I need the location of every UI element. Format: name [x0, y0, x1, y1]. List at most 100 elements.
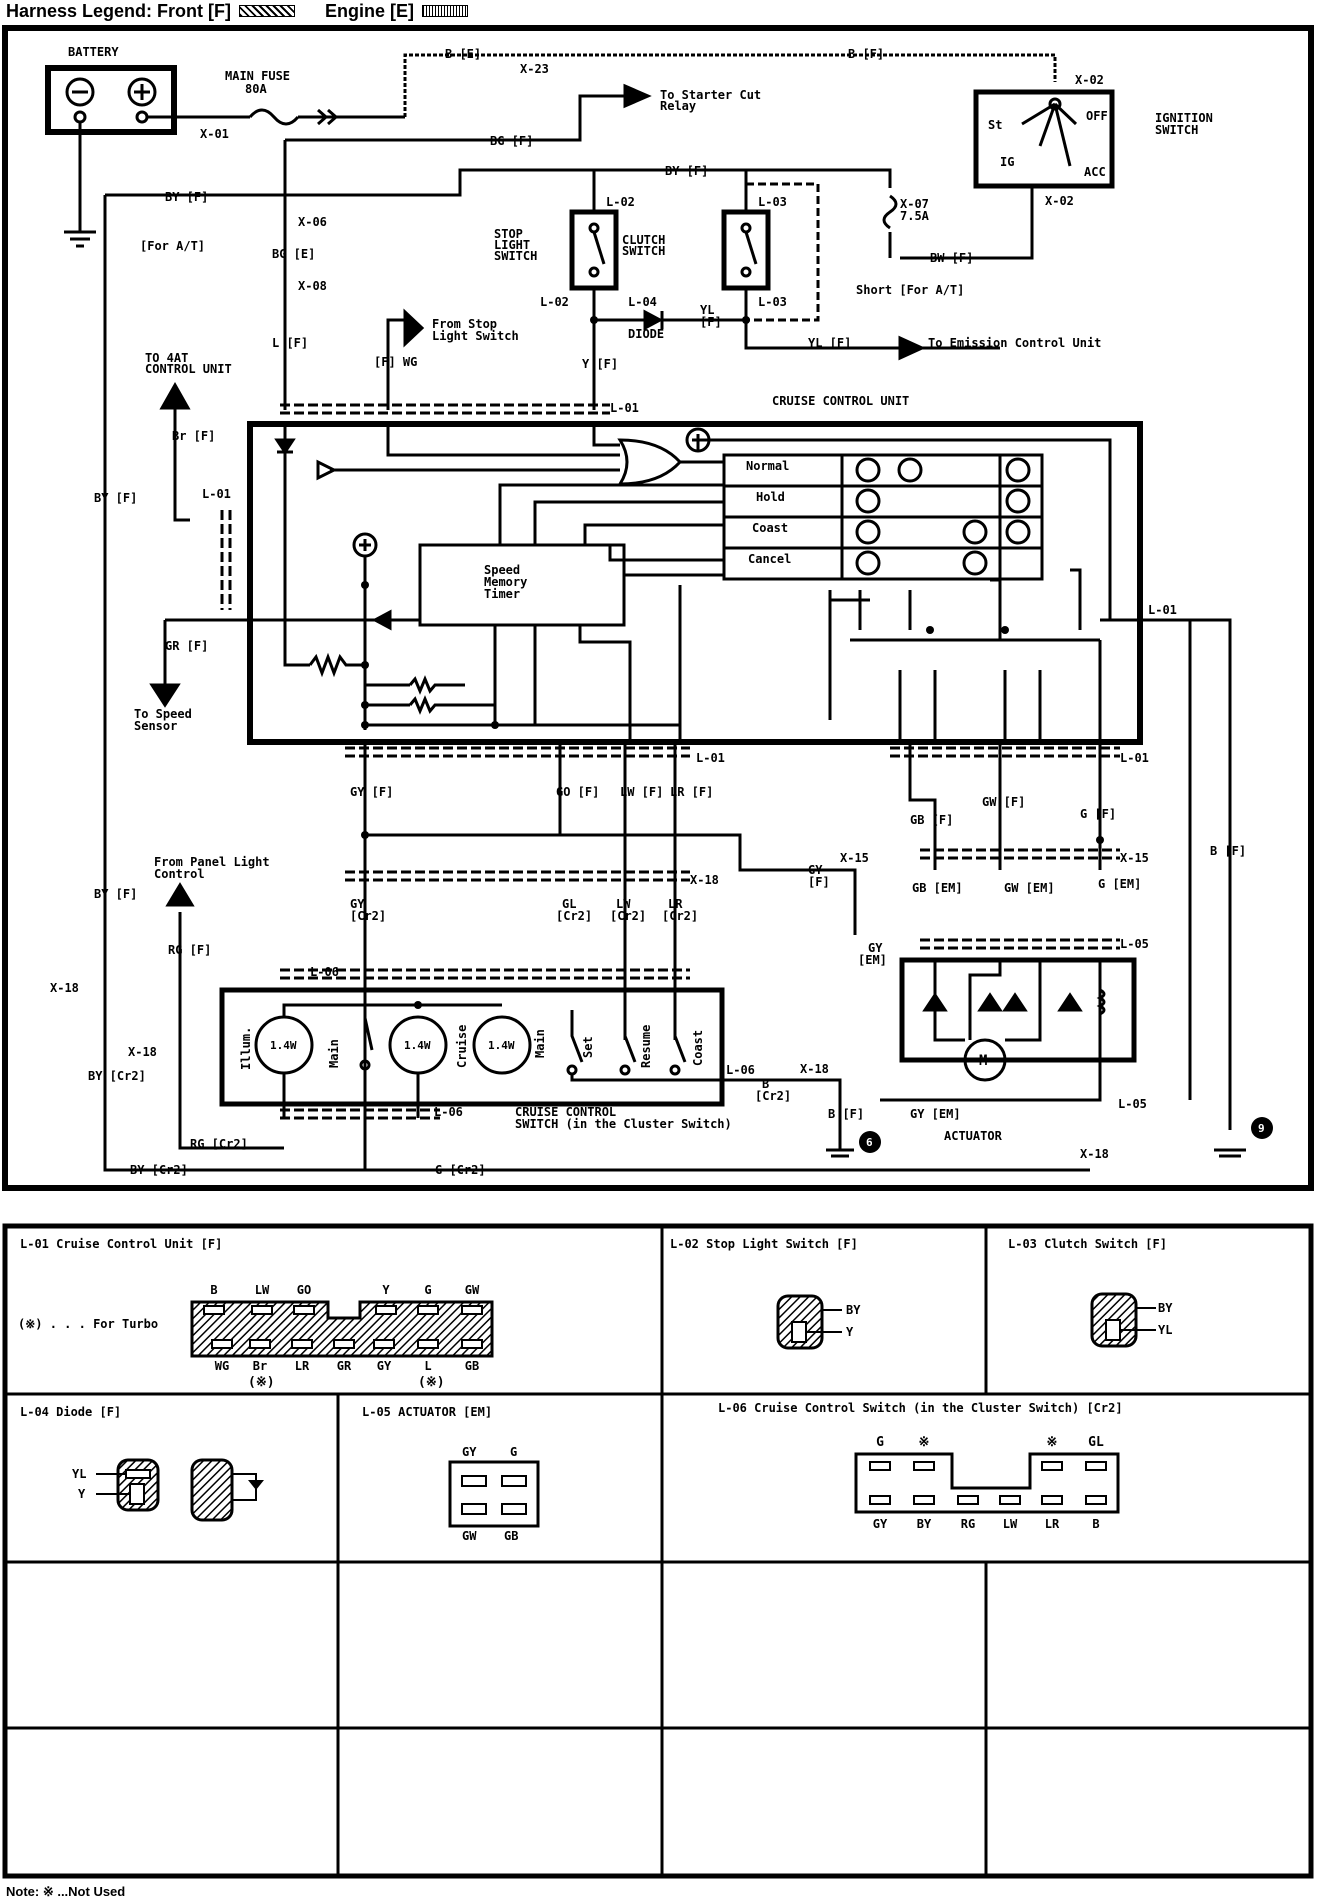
l06-bottom-pin-box-2: [913, 1495, 935, 1505]
coast-sw-label: Coast: [691, 1030, 705, 1066]
l01-top-pin-6: GW: [465, 1283, 480, 1297]
l05a-label: L-05: [1120, 937, 1149, 951]
l01-bottom-pin-2: Br: [253, 1359, 267, 1373]
cruise-control-switch: [219, 987, 725, 1107]
l05-bottom-2: GB: [504, 1529, 518, 1543]
by-f-top-label: BY [F]: [665, 164, 708, 178]
to-emission-label: To Emission Control Unit: [928, 336, 1101, 350]
l01-bottom-pin-box-1: [211, 1339, 233, 1349]
smt-label3: Timer: [484, 587, 520, 601]
l06-top-pin-box-1: [869, 1461, 891, 1471]
gy-cr2b-label: [Cr2]: [350, 909, 386, 923]
l05b-label: L-05: [1118, 1097, 1147, 1111]
l06-bottom-pin-1: GY: [873, 1517, 888, 1531]
from-stop-label2: Light Switch: [432, 329, 519, 343]
f-wg-label: [F] WG: [374, 355, 417, 369]
l01-top-pin-5: G: [424, 1283, 431, 1297]
l06-bottom-pin-5: LR: [1045, 1517, 1060, 1531]
gy-em-bottom-label: GY [EM]: [910, 1107, 961, 1121]
l04-pin-2: Y: [78, 1487, 86, 1501]
l03-pin-1: BY: [1158, 1301, 1173, 1315]
yl-label2: [F]: [700, 315, 722, 329]
main2-label: Main: [533, 1029, 547, 1058]
l02-pin-2: Y: [846, 1325, 854, 1339]
front-harness-pattern-icon: [239, 5, 296, 17]
l06-top-pin-1: G: [876, 1435, 884, 1450]
by-cr2-label: BY [Cr2]: [88, 1069, 146, 1083]
l-f-label: L [F]: [272, 336, 308, 350]
connector-table-frame: [2, 1223, 1314, 1879]
clutch-label: CLUTCH: [622, 233, 665, 247]
schematic-frame: [2, 25, 1314, 1191]
to-4at-label: TO 4AT: [145, 351, 188, 365]
smt-label: Speed: [484, 563, 520, 577]
legend-engine-label: Engine [E]: [325, 0, 415, 21]
x18d-label: X-18: [800, 1062, 829, 1076]
from-panel-label: From Panel Light: [154, 855, 270, 869]
l03b-label: L-03: [758, 295, 787, 309]
b-f-gnd-label: B [F]: [828, 1107, 864, 1121]
ignition-switch-label: IGNITION: [1155, 111, 1213, 125]
l02-title: L-02 Stop Light Switch [F]: [670, 1237, 858, 1251]
l06a-label: L-06: [310, 965, 339, 979]
l01-top-pin-box-2: [251, 1305, 273, 1315]
gy-f2-label: GY: [808, 863, 823, 877]
cruise-label: Cruise: [455, 1025, 469, 1068]
illum-label: Illum.: [239, 1027, 253, 1070]
connector-l02: L-02 Stop Light Switch [F] BY Y: [670, 1237, 861, 1350]
set-label: Set: [581, 1036, 595, 1058]
cc-switch-label: CRUISE CONTROL: [515, 1105, 616, 1119]
x23-label: X-23: [520, 62, 549, 76]
coast-label: Coast: [752, 521, 788, 535]
gy-em2-label: [EM]: [858, 953, 887, 967]
l06-bottom-pin-box-1: [869, 1495, 891, 1505]
l01-bottom-pin-3: LR: [295, 1359, 310, 1373]
l01-bottom-pin-box-5: [373, 1339, 395, 1349]
l01-bottom-pin-box-3: [291, 1339, 313, 1349]
ign-st-label: St: [988, 118, 1002, 132]
l02-pin-1: BY: [846, 1303, 861, 1317]
gnd6-label: 6: [866, 1136, 873, 1149]
yl-label: YL: [700, 303, 714, 317]
l04-title: L-04 Diode [F]: [20, 1405, 121, 1419]
l01-bottom-pin-box-6: [417, 1339, 439, 1349]
l01-mark1: (※): [248, 1375, 275, 1390]
g-f-label: G [F]: [1080, 807, 1116, 821]
lw-cr2-label: LW: [616, 897, 631, 911]
gy-em-label: GY: [868, 941, 883, 955]
b-f-right-label: B [F]: [1210, 844, 1246, 858]
stop-light-label: STOP: [494, 227, 523, 241]
gb-f-label: GB [F]: [910, 813, 953, 827]
from-stop-label: From Stop: [432, 317, 497, 331]
l01-title: L-01 Cruise Control Unit [F]: [20, 1237, 222, 1251]
battery-negative-icon: [65, 77, 95, 107]
smt-label2: Memory: [484, 575, 527, 589]
yl-f-emission-label: YL [F]: [808, 336, 851, 350]
b-cr2b-label: [Cr2]: [755, 1089, 791, 1103]
l01-top-pin-box-1: [203, 1305, 225, 1315]
rg-cr2-label: RG [Cr2]: [190, 1137, 248, 1151]
ign-off-label: OFF: [1086, 109, 1108, 123]
bg-e-label: BG [E]: [272, 247, 315, 261]
gb-em-label: GB [EM]: [912, 881, 963, 895]
by-f-mid-label: BY [F]: [165, 190, 208, 204]
l06-top-pin-box-3: [1041, 1461, 1063, 1471]
l01-bottom-pin-4: GR: [337, 1359, 352, 1373]
cancel-label: Cancel: [748, 552, 791, 566]
battery-symbol: [45, 65, 177, 135]
l01-top-pin-box-3: [293, 1305, 315, 1315]
x18a-label: X-18: [690, 873, 719, 887]
to-speed-label: To Speed: [134, 707, 192, 721]
cruise-control-unit: [247, 421, 1143, 745]
x02b-label: X-02: [1045, 194, 1074, 208]
l01-right-label: L-01: [1148, 603, 1177, 617]
x08-label: X-08: [298, 279, 327, 293]
actuator-label: ACTUATOR: [944, 1129, 1003, 1143]
from-panel-label2: Control: [154, 867, 205, 881]
stop-light-label3: SWITCH: [494, 249, 537, 263]
x02-label: X-02: [1075, 73, 1104, 87]
legend-front-label: Harness Legend: Front [F]: [6, 0, 232, 21]
l06b-label: L-06: [434, 1105, 463, 1119]
l01-mark2: (※): [418, 1375, 445, 1390]
